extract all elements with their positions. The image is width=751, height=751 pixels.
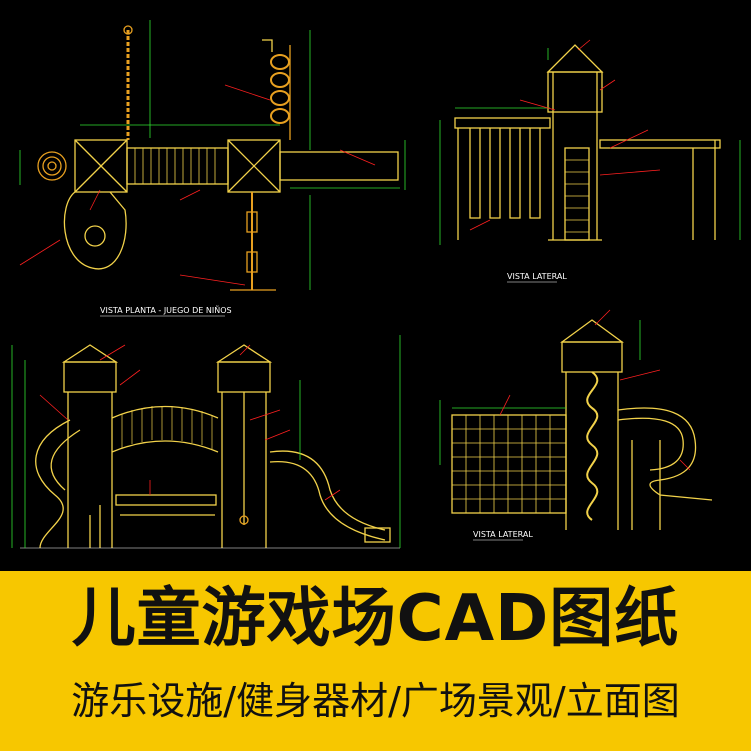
plan-view: VISTA PLANTA - JUEGO DE NIÑOS <box>19 20 406 317</box>
side-view-1: VISTA LATERAL <box>439 39 741 283</box>
banner-title: 儿童游戏场CAD图纸 <box>71 582 680 656</box>
banner-subtitle: 游乐设施/健身器材/广场景观/立面图 <box>71 679 680 723</box>
view-title-side-2: VISTA LATERAL <box>473 530 533 539</box>
side-view-2: VISTA LATERAL <box>439 309 713 541</box>
view-title-side-1: VISTA LATERAL <box>507 272 567 281</box>
cad-drawing: VISTA PLANTA - JUEGO DE NIÑOS <box>11 20 741 549</box>
view-title-plan: VISTA PLANTA - JUEGO DE NIÑOS <box>100 305 232 315</box>
front-elevation <box>11 335 401 549</box>
cad-drawing-canvas: VISTA PLANTA - JUEGO DE NIÑOS <box>0 0 751 571</box>
title-banner: 儿童游戏场CAD图纸 游乐设施/健身器材/广场景观/立面图 <box>0 571 751 751</box>
